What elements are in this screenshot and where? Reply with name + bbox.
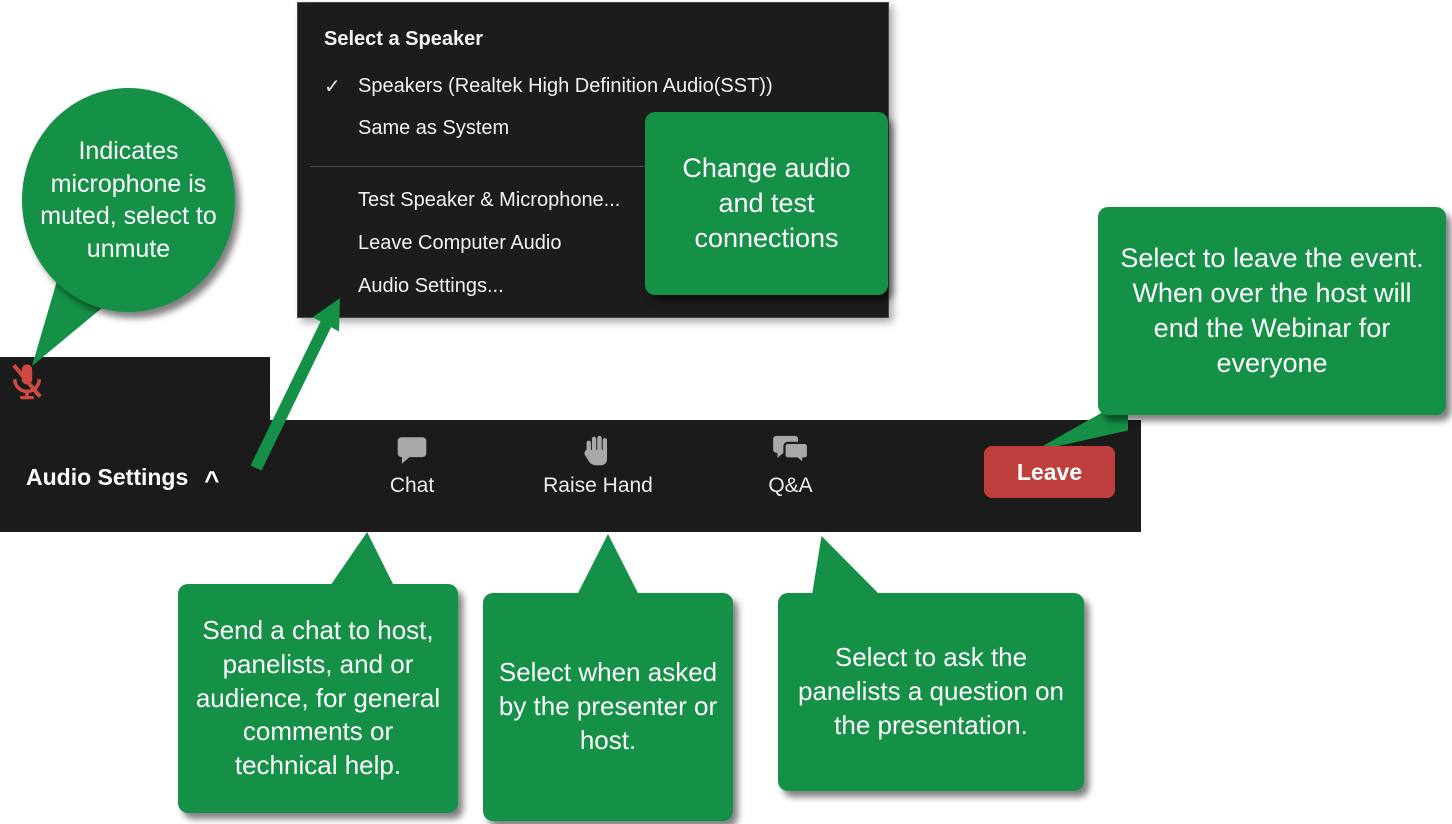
audio-menu-arrow [250,298,340,471]
menu-item-label: Speakers (Realtek High Definition Audio(… [358,74,773,97]
chat-icon [393,433,431,467]
menu-divider [310,166,878,167]
callout-chat-tail [330,532,394,586]
menu-item-audio-settings[interactable]: Audio Settings... [298,265,888,308]
speaker-menu-title: Select a Speaker [324,28,483,50]
callout-raise-hand-text: Select when asked by the presenter or ho… [498,657,718,755]
qa-button[interactable]: Q&A [738,433,843,498]
callout-qa: Select to ask the panelists a question o… [778,593,1084,791]
chat-label: Chat [389,474,435,497]
callout-leave: Select to leave the event. When over the… [1098,207,1446,415]
callout-qa-tail [812,536,880,595]
menu-item-speakers-realtek[interactable]: ✓ Speakers (Realtek High Definition Audi… [298,65,888,107]
qa-label: Q&A [768,474,813,497]
audio-settings-label: Audio Settings [26,463,189,490]
chat-button[interactable]: Chat [357,433,467,498]
leave-button[interactable]: Leave [984,446,1115,498]
menu-item-leave-computer-audio[interactable]: Leave Computer Audio [298,222,888,265]
toolbar [0,420,1141,532]
callout-raise-hand: Select when asked by the presenter or ho… [483,593,733,821]
callout-mic-muted: Indicates microphone is muted, select to… [22,88,235,312]
callout-raise-hand-tail [577,534,639,595]
menu-item-label: Leave Computer Audio [358,232,562,254]
callout-chat: Send a chat to host, panelists, and or a… [178,584,458,813]
callout-change-audio-text: Change audio and test connections [682,152,851,254]
callout-qa-text: Select to ask the panelists a question o… [798,642,1064,740]
raise-hand-button[interactable]: Raise Hand [523,433,673,498]
raise-hand-icon [579,433,617,467]
qa-icon [772,433,810,467]
check-icon: ✓ [324,75,341,98]
menu-item-same-as-system[interactable]: Same as System [298,107,888,149]
callout-chat-text: Send a chat to host, panelists, and or a… [195,615,441,781]
microphone-muted-icon[interactable] [6,360,48,402]
raise-hand-label: Raise Hand [543,474,653,497]
audio-settings-button[interactable]: Audio Settings ^ [26,458,219,496]
menu-item-label: Test Speaker & Microphone... [358,189,621,211]
callout-mic-muted-text: Indicates microphone is muted, select to… [40,137,217,263]
menu-item-test-speaker-microphone[interactable]: Test Speaker & Microphone... [298,179,888,222]
menu-item-label: Same as System [358,116,510,139]
menu-item-label: Audio Settings... [358,275,504,297]
chevron-up-icon[interactable]: ^ [204,464,220,495]
callout-leave-text: Select to leave the event. When over the… [1120,242,1424,379]
callout-change-audio: Change audio and test connections [645,112,888,295]
